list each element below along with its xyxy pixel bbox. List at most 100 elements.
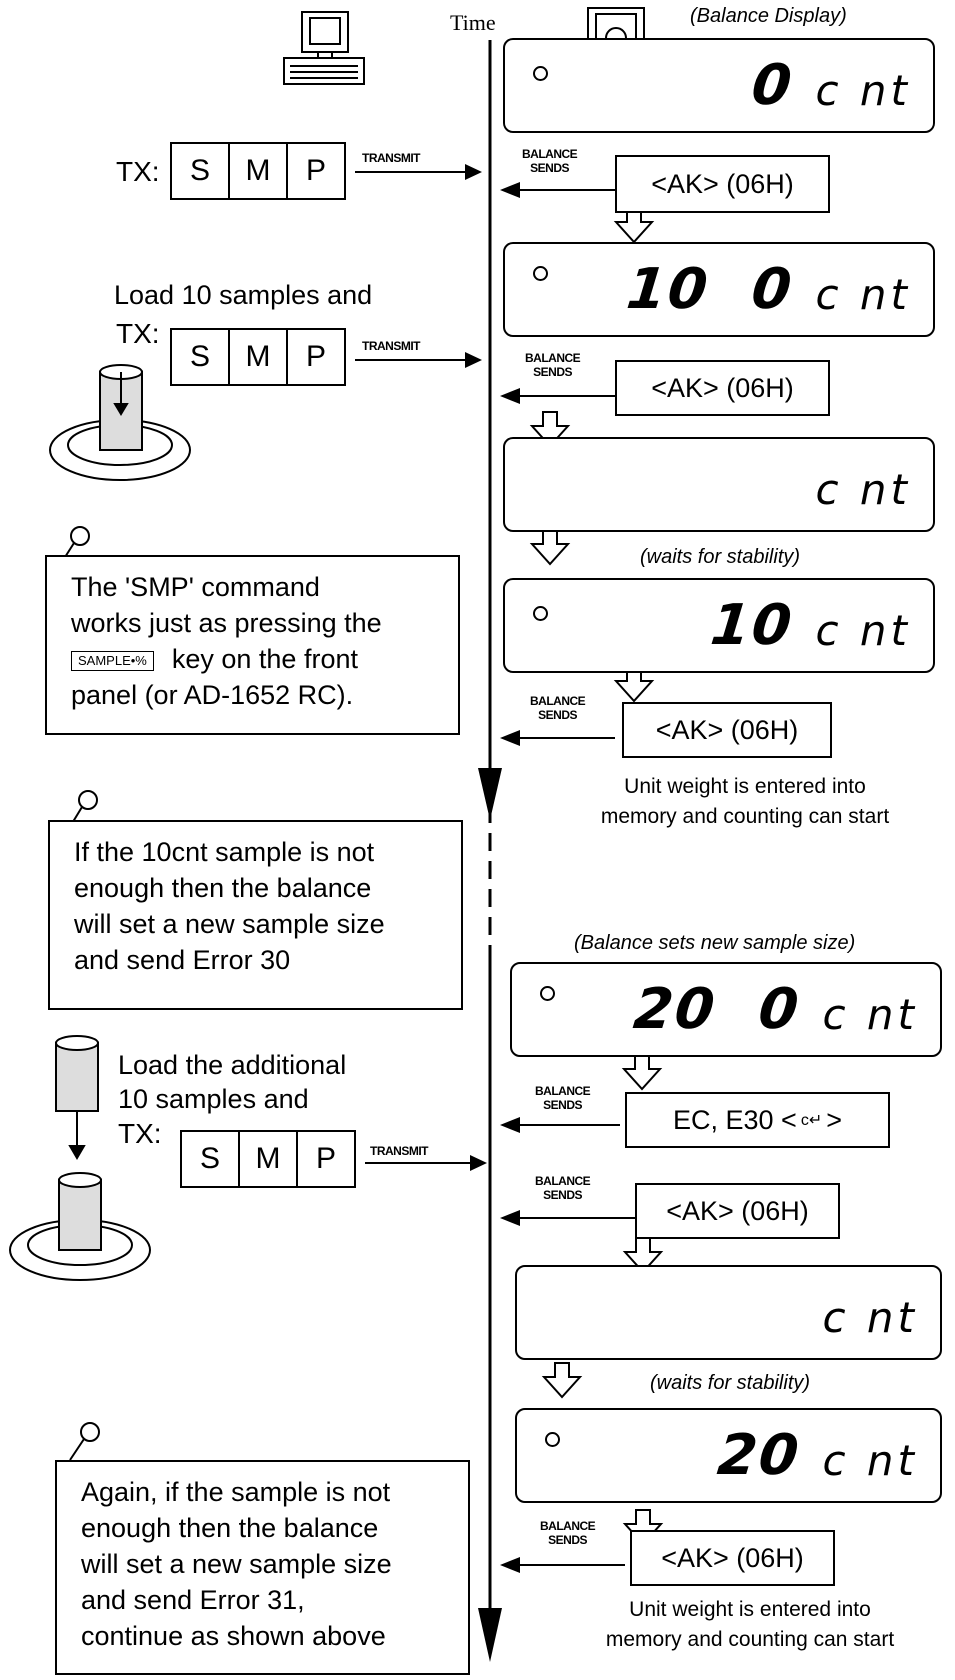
smp-command-keys: S M P — [170, 328, 346, 386]
transmit-label: TRANSMIT — [370, 1145, 428, 1159]
tx-label: TX: — [116, 156, 160, 188]
sends-word: SENDS — [538, 708, 577, 722]
waits-for-stability-label: (waits for stability) — [650, 1372, 810, 1395]
note-line: continue as shown above — [81, 1618, 458, 1654]
new-sample-size-label: (Balance sets new sample size) — [574, 932, 855, 955]
caption-line: Unit weight is entered into — [629, 1598, 871, 1621]
transmit-arrow — [355, 164, 482, 180]
reply-error-30: EC, E30 < c↵ > — [625, 1092, 890, 1148]
caption-line: memory and counting can start — [601, 805, 889, 828]
reply-text: > — [826, 1105, 842, 1136]
balance-display: 20 0 c nt — [510, 962, 942, 1057]
transmit-label: TRANSMIT — [362, 340, 420, 354]
balance-sends-label: BALANCE SENDS — [525, 352, 580, 380]
balance-word: BALANCE — [535, 1084, 590, 1098]
key-m: M — [228, 328, 288, 386]
key-p: P — [296, 1130, 356, 1188]
display-unit: c nt — [815, 70, 911, 112]
display-unit: c nt — [815, 274, 911, 316]
balance-display: 10 c nt — [503, 578, 935, 673]
balance-display: 10 0 c nt — [503, 242, 935, 337]
balance-word: BALANCE — [535, 1174, 590, 1188]
note-line: and send Error 31, — [81, 1582, 458, 1618]
down-arrow-icon — [624, 1055, 660, 1089]
balance-display: c nt — [503, 437, 935, 532]
display-unit: c nt — [815, 610, 911, 652]
display-unit: c nt — [815, 469, 911, 511]
reply-ack: <AK> (06H) — [615, 360, 830, 416]
sends-word: SENDS — [543, 1098, 582, 1112]
balance-sends-label: BALANCE SENDS — [522, 148, 577, 176]
note-line: enough then the balance — [81, 1510, 458, 1546]
note-line: will set a new sample size — [81, 1546, 458, 1582]
reply-ack: <AK> (06H) — [622, 702, 832, 758]
balance-word: BALANCE — [530, 694, 585, 708]
balance-word: BALANCE — [525, 351, 580, 365]
display-digits: 20 — [715, 1428, 803, 1484]
stable-indicator — [545, 1432, 560, 1447]
transmit-arrow — [355, 352, 482, 368]
unit-weight-caption: Unit weight is entered into memory and c… — [560, 1595, 940, 1655]
note-line: If the 10cnt sample is not — [74, 834, 451, 870]
sends-word: SENDS — [548, 1533, 587, 1547]
computer-icon — [284, 12, 364, 84]
display-unit: c nt — [822, 994, 918, 1036]
key-s: S — [180, 1130, 240, 1188]
reply-text: EC, E30 < — [673, 1105, 797, 1136]
down-arrow-icon — [616, 208, 652, 242]
display-digits: 10 0 — [624, 262, 796, 318]
display-digits: 20 0 — [631, 982, 803, 1038]
balance-display-title: (Balance Display) — [690, 5, 847, 28]
note-smp-command: The 'SMP' command works just as pressing… — [45, 555, 460, 735]
key-m: M — [228, 142, 288, 200]
crlf-icon: c↵ — [801, 1110, 822, 1130]
time-label: Time — [450, 10, 496, 36]
display-unit: c nt — [822, 1297, 918, 1339]
load-additional-label: Load the additional 10 samples and — [118, 1048, 346, 1116]
display-unit: c nt — [822, 1440, 918, 1482]
balance-sends-label: BALANCE SENDS — [530, 695, 585, 723]
stable-indicator — [540, 986, 555, 1001]
smp-command-keys: S M P — [180, 1130, 356, 1188]
display-digits: 10 — [708, 598, 796, 654]
time-arrowhead-upper — [478, 768, 502, 820]
waits-for-stability-label: (waits for stability) — [640, 546, 800, 569]
balance-display: 0 c nt — [503, 38, 935, 133]
balance-sends-arrow — [500, 730, 615, 746]
label-line: Load the additional — [118, 1048, 346, 1082]
key-p: P — [286, 328, 346, 386]
sends-word: SENDS — [530, 161, 569, 175]
tx-label: TX: — [116, 318, 160, 350]
balance-sends-arrow — [500, 1210, 635, 1226]
note-line: will set a new sample size — [74, 906, 451, 942]
stable-indicator — [533, 266, 548, 281]
note-line: Again, if the sample is not — [81, 1474, 458, 1510]
sends-word: SENDS — [543, 1188, 582, 1202]
note-line: works just as pressing the — [71, 605, 448, 641]
balance-word: BALANCE — [540, 1519, 595, 1533]
smp-command-keys: S M P — [170, 142, 346, 200]
balance-sends-arrow — [500, 388, 615, 404]
note-line: SAMPLE•%key on the front — [71, 641, 448, 677]
balance-display: 20 c nt — [515, 1408, 942, 1503]
stable-indicator — [533, 66, 548, 81]
note-error-30: If the 10cnt sample is not enough then t… — [48, 820, 463, 1010]
balance-sends-label: BALANCE SENDS — [540, 1520, 595, 1548]
unit-weight-caption: Unit weight is entered into memory and c… — [560, 772, 930, 832]
reply-ack: <AK> (06H) — [630, 1530, 835, 1586]
note-text: key on the front — [172, 644, 358, 674]
balance-word: BALANCE — [522, 147, 577, 161]
load-samples-label: Load 10 samples and — [114, 278, 372, 312]
down-arrow-icon — [544, 1363, 580, 1397]
note-line: enough then the balance — [74, 870, 451, 906]
note-line: and send Error 30 — [74, 942, 451, 978]
time-arrowhead-lower — [478, 1608, 502, 1662]
weighing-pan-with-samples-icon — [50, 365, 190, 480]
display-digits: 0 — [749, 58, 796, 114]
caption-line: Unit weight is entered into — [624, 775, 866, 798]
tx-label: TX: — [118, 1118, 162, 1150]
key-m: M — [238, 1130, 298, 1188]
balance-sends-label: BALANCE SENDS — [535, 1175, 590, 1203]
balance-sends-arrow — [500, 182, 615, 198]
key-s: S — [170, 328, 230, 386]
